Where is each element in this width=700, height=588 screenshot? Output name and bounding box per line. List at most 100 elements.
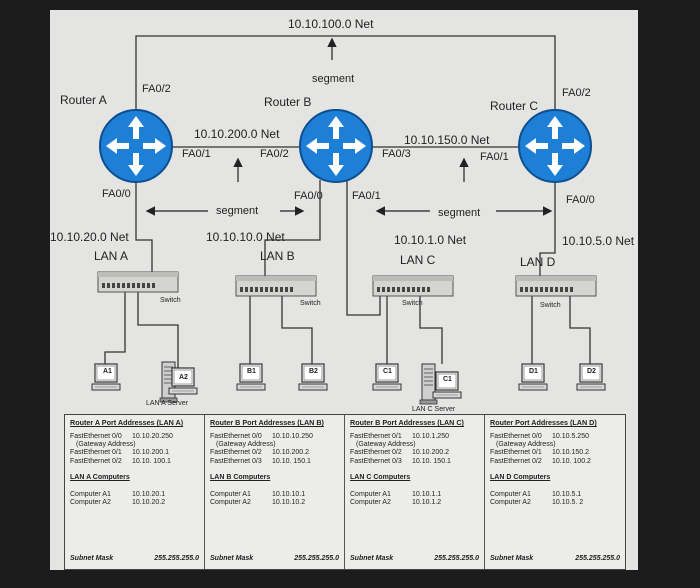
router-b-port-bottom-left: FA0/0 — [294, 190, 323, 202]
wire-lan-c-server — [419, 296, 443, 364]
router-a-icon[interactable] — [99, 109, 173, 183]
gateway-note: (Gateway Address) — [356, 441, 416, 449]
address-tables: Router A Port Addresses (LAN A) FastEthe… — [64, 414, 626, 570]
computers-heading: LAN A Computers — [70, 474, 130, 482]
segment-label-top: segment — [312, 73, 355, 85]
segment-label-bc: segment — [438, 207, 481, 219]
lan-b-name: LAN B — [260, 249, 295, 263]
segment-arrows — [145, 37, 553, 216]
diagram-canvas — [91, 35, 606, 405]
link-bc-network: 10.10.150.0 Net — [404, 133, 490, 147]
switch-lan-d-label: Switch — [540, 302, 561, 309]
segment-label-ab: segment — [216, 205, 259, 217]
wire-a-c-top — [135, 35, 556, 110]
computer-a1-label: A1 — [103, 368, 112, 375]
computer-c1b-label: C1 — [443, 376, 452, 383]
lan-c-server-label: LAN C Server — [412, 406, 456, 413]
router-a-label: Router A — [60, 93, 107, 107]
router-c-port-top: FA0/2 — [562, 87, 591, 99]
switch-lan-a-label: Switch — [160, 297, 181, 304]
router-c-port-bottom: FA0/0 — [566, 194, 595, 206]
router-c-label: Router C — [490, 99, 539, 113]
table-title: Router Port Addresses (LAN D) — [490, 418, 597, 427]
lan-a-name: LAN A — [94, 249, 129, 263]
table-lan-a: Router A Port Addresses (LAN A) FastEthe… — [65, 415, 205, 569]
router-c-port-left: FA0/1 — [480, 151, 509, 163]
computer-c1-label: C1 — [383, 368, 392, 375]
wire-b1-lan-c — [346, 180, 381, 316]
router-a-port-right: FA0/1 — [182, 148, 211, 160]
network-wires — [104, 35, 591, 368]
computers-heading: LAN B Computers — [210, 474, 271, 482]
gateway-note: (Gateway Address) — [216, 441, 276, 449]
router-a-port-top: FA0/2 — [142, 83, 171, 95]
lan-c-name: LAN C — [400, 253, 436, 267]
router-b-port-left: FA0/2 — [260, 148, 289, 160]
switch-lan-b-icon[interactable] — [235, 275, 317, 297]
table-title: Router A Port Addresses (LAN A) — [70, 418, 184, 427]
top-network-label: 10.10.100.0 Net — [288, 17, 374, 31]
router-b-port-right: FA0/3 — [382, 148, 411, 160]
switch-lan-d-icon[interactable] — [515, 275, 597, 297]
lan-d-network: 10.10.5.0 Net — [562, 234, 635, 248]
wire-lan-b-b2 — [281, 296, 313, 364]
router-a-port-bottom: FA0/0 — [102, 188, 131, 200]
computer-a2-icon[interactable] — [168, 367, 198, 395]
switch-lan-a-icon[interactable] — [97, 271, 179, 293]
table-lan-b: Router B Port Addresses (LAN B) FastEthe… — [205, 415, 345, 569]
table-lan-d: Router Port Addresses (LAN D) FastEthern… — [485, 415, 625, 569]
table-lan-c: Router B Port Addresses (LAN C) FastEthe… — [345, 415, 485, 569]
switch-lan-c-icon[interactable] — [372, 275, 454, 297]
computers-heading: LAN D Computers — [490, 474, 551, 482]
gateway-note: (Gateway Address) — [496, 441, 556, 449]
wire-lan-a-a1 — [104, 292, 126, 364]
computers-heading: LAN C Computers — [350, 474, 411, 482]
lan-c-network: 10.10.1.0 Net — [394, 233, 467, 247]
computer-b2-label: B2 — [309, 368, 318, 375]
computer-d2-label: D2 — [587, 368, 596, 375]
table-title: Router B Port Addresses (LAN B) — [210, 418, 324, 427]
wire-b0-lan-b — [264, 180, 321, 276]
computer-a2-label: A2 — [179, 374, 188, 381]
computer-b1-label: B1 — [247, 368, 256, 375]
wire-lan-a-server — [137, 292, 179, 368]
gateway-note: (Gateway Address) — [76, 441, 136, 449]
wire-c-lan-d — [539, 182, 556, 276]
network-diagram-page: 10.10.100.0 Net segment Router A FA0/2 F… — [50, 10, 638, 570]
lan-a-server-label: LAN A Server — [146, 400, 189, 407]
lan-d-name: LAN D — [520, 255, 556, 269]
computer-d1-label: D1 — [529, 368, 538, 375]
router-b-icon[interactable] — [299, 109, 373, 183]
switch-lan-c-label: Switch — [402, 300, 423, 307]
lan-a-network: 10.10.20.0 Net — [50, 230, 129, 244]
wire-a-lan-a — [135, 182, 153, 272]
router-c-icon[interactable] — [518, 109, 592, 183]
wire-lan-d-d2 — [569, 296, 591, 364]
lan-b-network: 10.10.10.0 Net — [206, 230, 285, 244]
router-b-label: Router B — [264, 95, 312, 109]
